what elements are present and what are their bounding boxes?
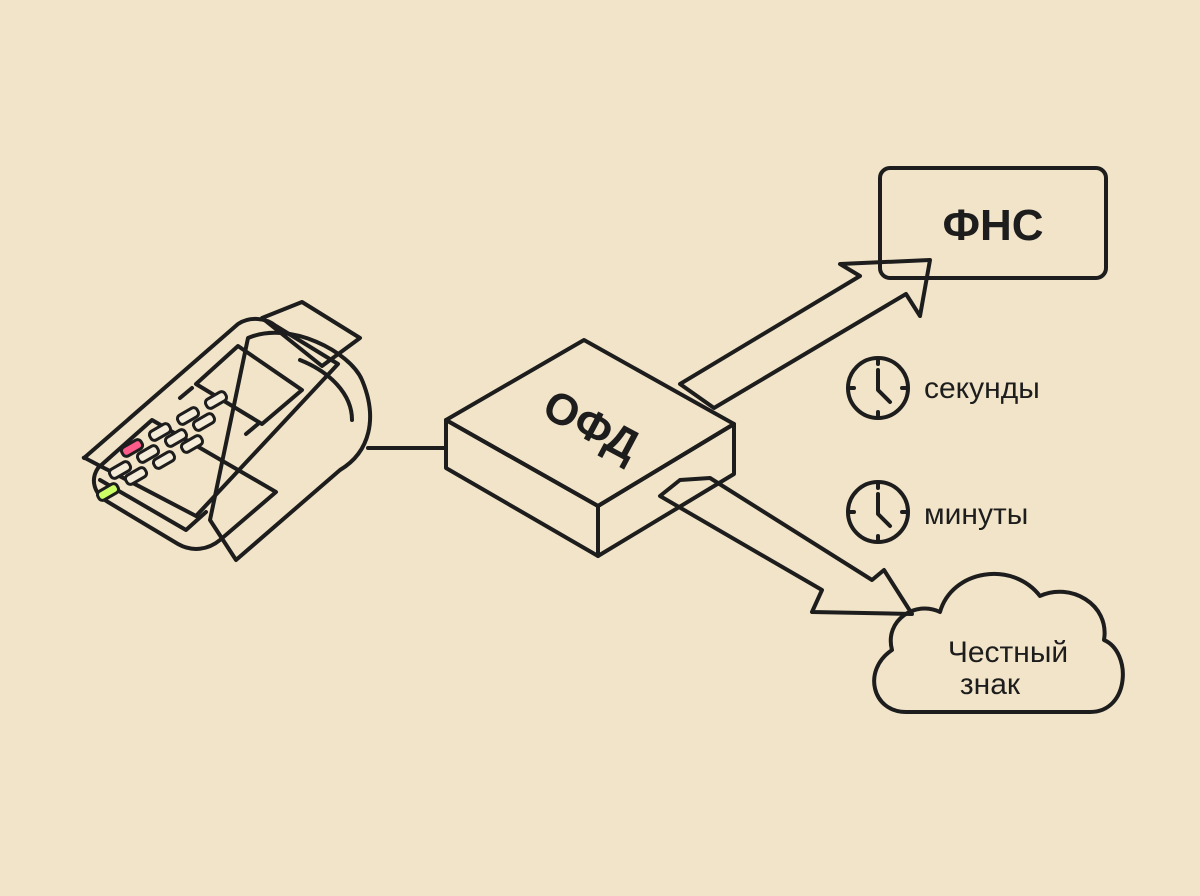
keypad-key xyxy=(203,390,229,410)
payment-terminal-icon xyxy=(81,300,373,562)
fns-frame xyxy=(878,166,1108,280)
arrow-to-honest-mark xyxy=(658,476,914,616)
keypad-key xyxy=(135,444,161,464)
clock-icon xyxy=(846,480,910,544)
clock-icon xyxy=(846,356,910,420)
minutes-label: минуты xyxy=(924,498,1028,531)
terminal-dash xyxy=(244,422,260,436)
terminal-face xyxy=(81,317,340,518)
keypad-key xyxy=(163,428,189,448)
receipt-paper xyxy=(260,300,362,368)
clock-hands xyxy=(876,368,892,404)
ofd-box-top xyxy=(444,338,736,508)
seconds-label: секунды xyxy=(924,372,1040,405)
printer-slot xyxy=(298,358,354,422)
keypad-key xyxy=(119,438,145,458)
clock-hands xyxy=(876,492,892,528)
terminal-screen xyxy=(194,344,304,426)
keypad-key xyxy=(107,460,133,480)
keypad-key xyxy=(175,406,201,426)
keypad-key xyxy=(191,412,217,432)
honest-mark-line2: знак xyxy=(960,668,1021,701)
terminal-base xyxy=(91,418,278,551)
cloud-shape xyxy=(872,572,1125,714)
terminal-dash xyxy=(178,386,194,400)
cloud-icon: Честный знак xyxy=(872,572,1125,714)
arrow-to-fns xyxy=(678,258,932,410)
terminal-edge xyxy=(98,478,208,532)
keypad-key xyxy=(147,422,173,442)
keypad-key xyxy=(151,450,177,470)
keypad-key xyxy=(179,434,205,454)
keypad-key xyxy=(95,482,121,502)
keypad-key xyxy=(123,466,149,486)
terminal-keypad xyxy=(95,390,229,502)
fns-label: ФНС xyxy=(942,201,1043,250)
honest-mark-line1: Честный xyxy=(948,636,1068,669)
fns-box: ФНС xyxy=(878,166,1108,280)
